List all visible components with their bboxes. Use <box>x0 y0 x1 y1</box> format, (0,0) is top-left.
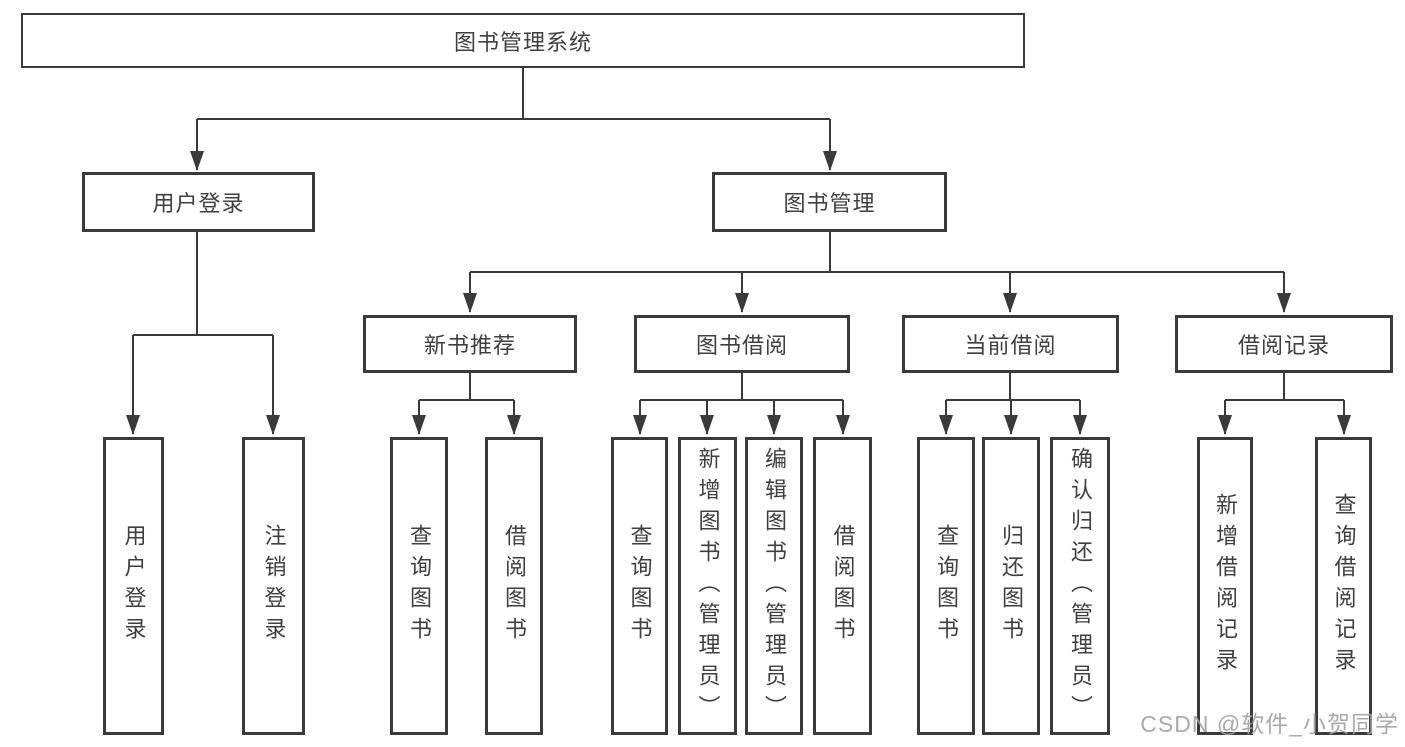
node-label: 编辑图书（管理员） <box>762 446 787 726</box>
leaf-query-books-recommend: 查询图书 <box>390 437 448 735</box>
node-label: 图书管理 <box>783 191 876 216</box>
leaf-query-borrow-record: 查询借阅记录 <box>1315 437 1372 735</box>
node-label: 新书推荐 <box>423 333 516 358</box>
node-label: 当前借阅 <box>964 333 1057 358</box>
leaf-borrow-books: 借阅图书 <box>813 437 872 735</box>
node-label: 查询图书 <box>407 524 432 648</box>
node-label: 注销登录 <box>261 524 287 648</box>
node-label: 图书管理系统 <box>453 29 592 55</box>
leaf-add-borrow-record: 新增借阅记录 <box>1197 437 1253 735</box>
leaf-add-books-admin: 新增图书（管理员） <box>678 437 737 735</box>
node-system-root: 图书管理系统 <box>21 13 1025 68</box>
csdn-watermark: CSDN @软件_小贺同学 <box>1140 711 1399 737</box>
leaf-user-login: 用户登录 <box>103 437 164 735</box>
node-label: 查询图书 <box>934 524 959 648</box>
node-label: 新增借阅记录 <box>1213 493 1238 679</box>
node-label: 新增图书（管理员） <box>695 446 721 726</box>
node-book-management: 图书管理 <box>712 172 947 232</box>
leaf-borrow-books-recommend: 借阅图书 <box>485 437 543 735</box>
node-user-login: 用户登录 <box>82 172 315 232</box>
leaf-query-books-current: 查询图书 <box>917 437 975 735</box>
leaf-edit-books-admin: 编辑图书（管理员） <box>745 437 803 735</box>
node-label: 借阅记录 <box>1237 333 1330 358</box>
leaf-return-books: 归还图书 <box>982 437 1040 735</box>
node-label: 确认归还（管理员） <box>1068 446 1093 726</box>
node-label: 用户登录 <box>152 191 245 216</box>
node-book-borrowing: 图书借阅 <box>634 315 850 373</box>
leaf-query-books-borrow: 查询图书 <box>611 437 668 735</box>
leaf-logout: 注销登录 <box>242 437 305 735</box>
leaf-confirm-return-admin: 确认归还（管理员） <box>1050 437 1110 735</box>
node-borrowing-records: 借阅记录 <box>1175 315 1393 373</box>
node-new-book-recommend: 新书推荐 <box>363 315 577 373</box>
node-label: 图书借阅 <box>695 333 788 358</box>
node-label: 查询图书 <box>627 524 653 648</box>
node-label: 归还图书 <box>999 524 1024 648</box>
node-label: 借阅图书 <box>830 524 856 648</box>
node-current-borrowing: 当前借阅 <box>902 315 1119 373</box>
node-label: 查询借阅记录 <box>1331 493 1357 679</box>
node-label: 用户登录 <box>121 524 147 648</box>
node-label: 借阅图书 <box>502 524 527 648</box>
